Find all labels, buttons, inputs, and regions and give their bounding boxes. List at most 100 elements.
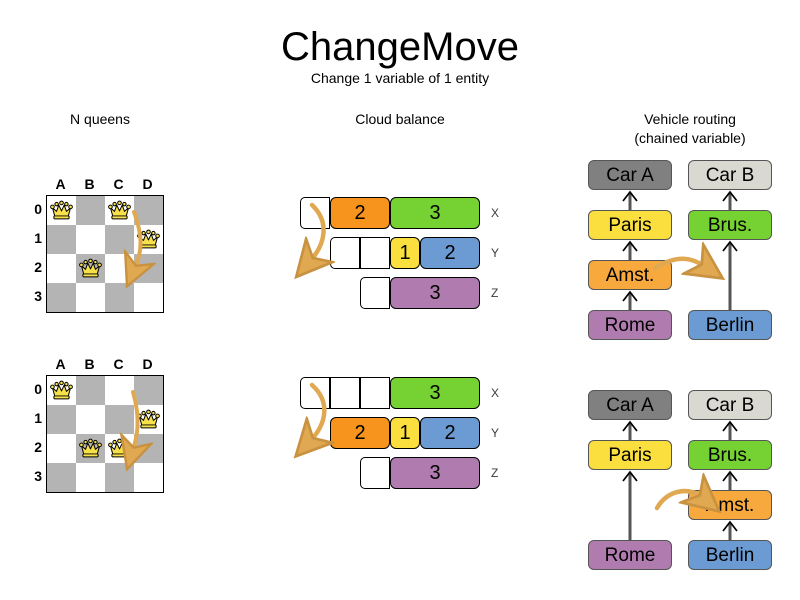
vr-node-berlin[interactable]: Berlin xyxy=(688,310,772,340)
board-cell-A3[interactable] xyxy=(47,283,76,312)
vr-vehicle-car-a[interactable]: Car A xyxy=(588,390,672,420)
board-cell-C0[interactable] xyxy=(105,196,134,225)
vr-node-brus[interactable]: Brus. xyxy=(688,440,772,470)
page-subtitle: Change 1 variable of 1 entity xyxy=(310,70,490,86)
board-cell-A1[interactable] xyxy=(47,225,76,254)
board-cell-B1[interactable] xyxy=(76,225,105,254)
board-rank-label-3: 3 xyxy=(34,468,42,484)
board-cell-A0[interactable] xyxy=(47,376,76,405)
board-cell-C0[interactable] xyxy=(105,376,134,405)
cloud-computer-label-X: X xyxy=(491,386,500,400)
board-file-label-D: D xyxy=(142,176,153,192)
vr-node-rome[interactable]: Rome xyxy=(588,310,672,340)
board-cell-D1[interactable] xyxy=(134,225,163,254)
board-cell-C2[interactable] xyxy=(105,434,134,463)
cloud-empty-slot xyxy=(300,197,330,229)
cloud-process-3[interactable]: 3 xyxy=(390,277,480,309)
section-label-vehicle-routing-line2: (chained variable) xyxy=(634,130,746,146)
vr-chain-arrow xyxy=(720,420,740,445)
board-cell-B2[interactable] xyxy=(76,434,105,463)
section-label-vehicle-routing: Vehicle routing (chained variable) xyxy=(610,110,770,148)
board-cell-B3[interactable] xyxy=(76,463,105,492)
cloud-bar-X[interactable]: 3 xyxy=(300,377,480,409)
cloud-process-2[interactable]: 2 xyxy=(330,197,390,229)
cloud-computer-label-Y: Y xyxy=(491,246,500,260)
board-cell-C1[interactable] xyxy=(105,405,134,434)
cloud-empty-slot xyxy=(360,277,390,309)
vr-node-berlin[interactable]: Berlin xyxy=(688,540,772,570)
board-cell-C2[interactable] xyxy=(105,254,134,283)
board-file-label-C: C xyxy=(113,176,124,192)
board-cell-D0[interactable] xyxy=(134,376,163,405)
vr-chain-arrow xyxy=(720,190,740,215)
vr-chain-arrow xyxy=(620,420,640,445)
board-file-label-C: C xyxy=(113,356,124,372)
vr-node-rome[interactable]: Rome xyxy=(588,540,672,570)
board-rank-label-0: 0 xyxy=(34,381,42,397)
vr-node-paris[interactable]: Paris xyxy=(588,440,672,470)
board-cell-A2[interactable] xyxy=(47,254,76,283)
board-cell-C3[interactable] xyxy=(105,283,134,312)
board-cell-D3[interactable] xyxy=(134,283,163,312)
cloud-process-3[interactable]: 3 xyxy=(390,377,480,409)
vr-chain-arrow xyxy=(620,190,640,215)
board-cell-B1[interactable] xyxy=(76,405,105,434)
board-cell-D1[interactable] xyxy=(134,405,163,434)
section-label-cloud-balance: Cloud balance xyxy=(355,111,445,127)
cloud-computer-label-X: X xyxy=(491,206,500,220)
board-cell-A0[interactable] xyxy=(47,196,76,225)
board-rank-label-3: 3 xyxy=(34,288,42,304)
board-rank-label-2: 2 xyxy=(34,439,42,455)
board-cell-D3[interactable] xyxy=(134,463,163,492)
board-rank-label-0: 0 xyxy=(34,201,42,217)
board-cell-B0[interactable] xyxy=(76,376,105,405)
page-title: ChangeMove xyxy=(281,25,519,69)
cloud-process-2[interactable]: 2 xyxy=(420,237,480,269)
board-cell-D0[interactable] xyxy=(134,196,163,225)
cloud-process-2[interactable]: 2 xyxy=(330,417,390,449)
board-file-label-A: A xyxy=(55,356,66,372)
board-cell-B0[interactable] xyxy=(76,196,105,225)
board-cell-A3[interactable] xyxy=(47,463,76,492)
vr-node-paris[interactable]: Paris xyxy=(588,210,672,240)
board-cell-A2[interactable] xyxy=(47,434,76,463)
board-cell-C1[interactable] xyxy=(105,225,134,254)
cloud-empty-slot xyxy=(300,377,330,409)
cloud-process-1[interactable]: 1 xyxy=(390,237,420,269)
chess-grid xyxy=(46,195,164,313)
vr-vehicle-car-b[interactable]: Car B xyxy=(688,160,772,190)
board-file-label-D: D xyxy=(142,356,153,372)
cloud-bar-Z[interactable]: 3 xyxy=(360,457,480,489)
cloud-process-3[interactable]: 3 xyxy=(390,457,480,489)
cloud-empty-slot xyxy=(360,377,390,409)
cloud-bar-Z[interactable]: 3 xyxy=(360,277,480,309)
board-cell-C3[interactable] xyxy=(105,463,134,492)
board-file-label-B: B xyxy=(84,176,95,192)
cloud-computer-label-Z: Z xyxy=(491,466,499,480)
vr-chain-arrow xyxy=(620,290,640,315)
vr-node-brus[interactable]: Brus. xyxy=(688,210,772,240)
board-cell-B3[interactable] xyxy=(76,283,105,312)
vr-vehicle-car-a[interactable]: Car A xyxy=(588,160,672,190)
cloud-empty-slot xyxy=(360,237,390,269)
board-rank-label-1: 1 xyxy=(34,230,42,246)
cloud-process-3[interactable]: 3 xyxy=(390,197,480,229)
board-cell-A1[interactable] xyxy=(47,405,76,434)
vr-chain-arrow xyxy=(620,470,640,545)
vr-chain-arrow xyxy=(720,520,740,545)
cloud-process-2[interactable]: 2 xyxy=(420,417,480,449)
cloud-computer-label-Z: Z xyxy=(491,286,499,300)
board-cell-D2[interactable] xyxy=(134,434,163,463)
vr-vehicle-car-b[interactable]: Car B xyxy=(688,390,772,420)
board-cell-D2[interactable] xyxy=(134,254,163,283)
chess-grid xyxy=(46,375,164,493)
cloud-empty-slot xyxy=(330,237,360,269)
vr-chain-arrow xyxy=(720,470,740,495)
section-label-vehicle-routing-line1: Vehicle routing xyxy=(644,111,736,127)
board-cell-B2[interactable] xyxy=(76,254,105,283)
cloud-process-1[interactable]: 1 xyxy=(390,417,420,449)
